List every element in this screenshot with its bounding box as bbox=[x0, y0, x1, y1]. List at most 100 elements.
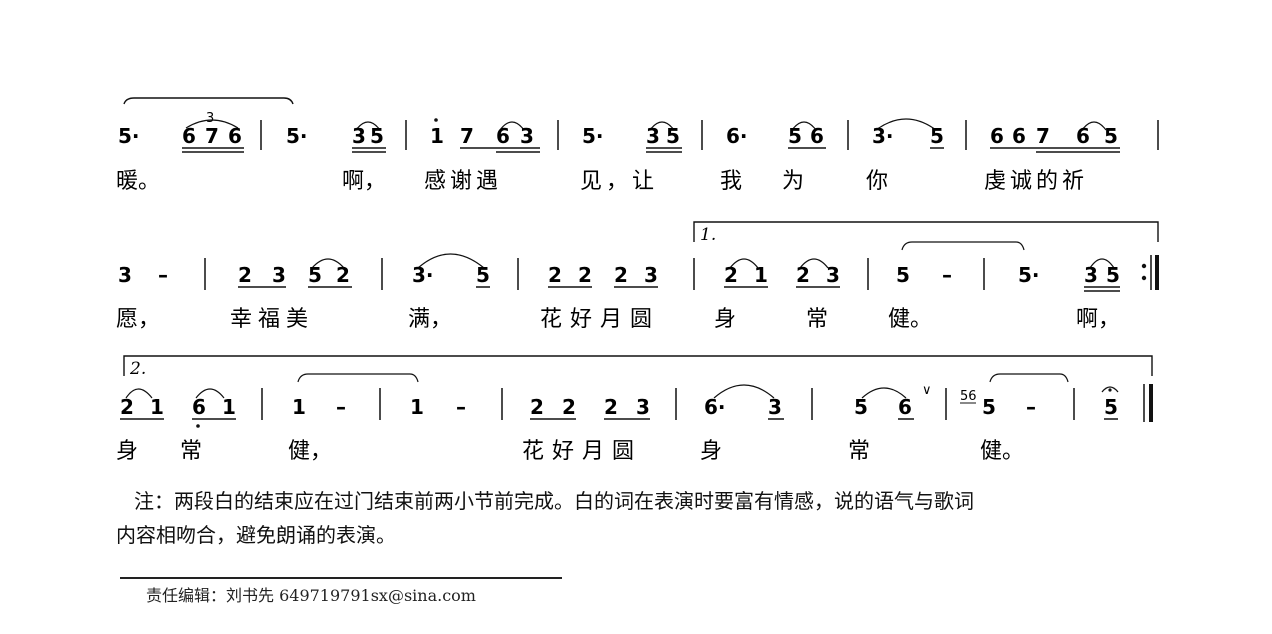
note: 5 bbox=[476, 263, 490, 287]
note: 2 bbox=[120, 395, 134, 419]
note: 5 bbox=[1106, 263, 1120, 287]
note: 2 bbox=[530, 395, 544, 419]
lyric: 常 bbox=[180, 439, 202, 464]
note: 2 bbox=[238, 263, 252, 287]
note: 3 bbox=[118, 263, 132, 287]
note: 3 bbox=[646, 124, 660, 148]
breath-mark: ∨ bbox=[922, 383, 932, 398]
triplet-mark: 3 bbox=[206, 111, 214, 126]
note: 7 bbox=[205, 124, 219, 148]
repeat-dot bbox=[1141, 263, 1147, 269]
note: 1 bbox=[410, 395, 424, 419]
note: 6 bbox=[192, 395, 206, 419]
fermata-icon bbox=[1101, 386, 1119, 393]
note: 1 bbox=[292, 395, 306, 419]
note: 5 bbox=[308, 263, 322, 287]
note: 1 bbox=[430, 124, 444, 148]
note: 3· bbox=[872, 124, 894, 148]
lyric: 常 bbox=[806, 307, 828, 332]
lyric: 身 bbox=[714, 307, 736, 332]
note: 5 bbox=[788, 124, 802, 148]
note: 3 bbox=[272, 263, 286, 287]
lyric: 暖。 bbox=[116, 169, 160, 194]
note: 3 bbox=[1084, 263, 1098, 287]
note: 6 bbox=[898, 395, 912, 419]
note: 3 bbox=[826, 263, 840, 287]
score-row-1: 3 5· 6 7 6 5· 3 5 1 7 6 3 5· 3 5 6· 5 bbox=[116, 97, 1159, 194]
note: – bbox=[942, 263, 952, 287]
note: 5· bbox=[118, 124, 140, 148]
note: 6· bbox=[726, 124, 748, 148]
note: 3· bbox=[412, 263, 434, 287]
note: 6 bbox=[1076, 124, 1090, 148]
note: 6 bbox=[182, 124, 196, 148]
note: 2 bbox=[562, 395, 576, 419]
lyric: 常 bbox=[848, 439, 870, 464]
note: 5 bbox=[930, 124, 944, 148]
note: 6 bbox=[810, 124, 824, 148]
note: – bbox=[1026, 395, 1036, 419]
note: 5 bbox=[982, 395, 996, 419]
note: 3 bbox=[644, 263, 658, 287]
volta-1: 1. bbox=[700, 225, 716, 245]
note: 6 bbox=[990, 124, 1004, 148]
note: 2 bbox=[578, 263, 592, 287]
lyric: 满， bbox=[408, 307, 452, 332]
lyric: 健。 bbox=[888, 307, 932, 332]
lyric: 虔诚的祈 bbox=[984, 169, 1088, 194]
lyric: 为 bbox=[782, 169, 804, 194]
note: 2 bbox=[604, 395, 618, 419]
performance-note-line-1: 注：两段白的结束应在过门结束前两小节前完成。白的词在表演时要富有情感，说的语气与… bbox=[134, 489, 974, 513]
score-row-3: 2. 2 1 6 1 1 – 1 – 2 2 2 3 6· 3 5 6 ∨ bbox=[116, 355, 1153, 464]
note: 5 bbox=[1104, 395, 1118, 419]
note: 2 bbox=[724, 263, 738, 287]
lyric: 花好月圆 bbox=[522, 439, 642, 464]
note: 7 bbox=[460, 124, 474, 148]
performance-note-line-2: 内容相吻合，避免朗诵的表演。 bbox=[116, 523, 396, 547]
lyric: 你 bbox=[866, 169, 888, 194]
note: 2 bbox=[548, 263, 562, 287]
performance-note: 注：两段白的结束应在过门结束前两小节前完成。白的词在表演时要富有情感，说的语气与… bbox=[116, 484, 1144, 552]
note: – bbox=[158, 263, 168, 287]
note: 5 bbox=[1104, 124, 1118, 148]
lyric: 感谢遇 bbox=[424, 169, 502, 194]
editor-credit: 责任编辑：刘书先 649719791sx@sina.com bbox=[146, 586, 476, 605]
divider bbox=[120, 577, 562, 579]
note: – bbox=[456, 395, 466, 419]
note: 5 bbox=[896, 263, 910, 287]
note: 6· bbox=[704, 395, 726, 419]
lyric: 愿， bbox=[116, 307, 160, 332]
note: 1 bbox=[150, 395, 164, 419]
note: 2 bbox=[796, 263, 810, 287]
lyric: 身 bbox=[700, 439, 722, 464]
score-row-2: 1. 3 – 2 3 5 2 3· 5 2 2 2 3 2 1 2 3 5 bbox=[116, 221, 1159, 332]
lyric: 花好月圆 bbox=[540, 307, 660, 332]
lyric: 啊， bbox=[342, 169, 386, 194]
note: 6 bbox=[228, 124, 242, 148]
lyric: 健。 bbox=[980, 439, 1024, 464]
note: 3 bbox=[352, 124, 366, 148]
lyric: 幸福美 bbox=[230, 307, 314, 332]
note: 5· bbox=[1018, 263, 1040, 287]
lyric: 啊， bbox=[1076, 307, 1120, 332]
note: 6 bbox=[1012, 124, 1026, 148]
note: 5· bbox=[582, 124, 604, 148]
lyric: 我 bbox=[720, 169, 742, 194]
note: 1 bbox=[222, 395, 236, 419]
note: 5 bbox=[666, 124, 680, 148]
note: 5 bbox=[370, 124, 384, 148]
repeat-dot bbox=[1141, 275, 1147, 281]
volta-2: 2. bbox=[129, 359, 146, 379]
grace-notes: 56 bbox=[960, 389, 977, 404]
note: 5 bbox=[854, 395, 868, 419]
note: 2 bbox=[614, 263, 628, 287]
note: 2 bbox=[336, 263, 350, 287]
note: 6 bbox=[496, 124, 510, 148]
note: 7 bbox=[1036, 124, 1050, 148]
note: – bbox=[336, 395, 346, 419]
note: 3 bbox=[636, 395, 650, 419]
lyric: 身 bbox=[116, 439, 138, 464]
note: 5· bbox=[286, 124, 308, 148]
lyric: 健， bbox=[288, 439, 332, 464]
